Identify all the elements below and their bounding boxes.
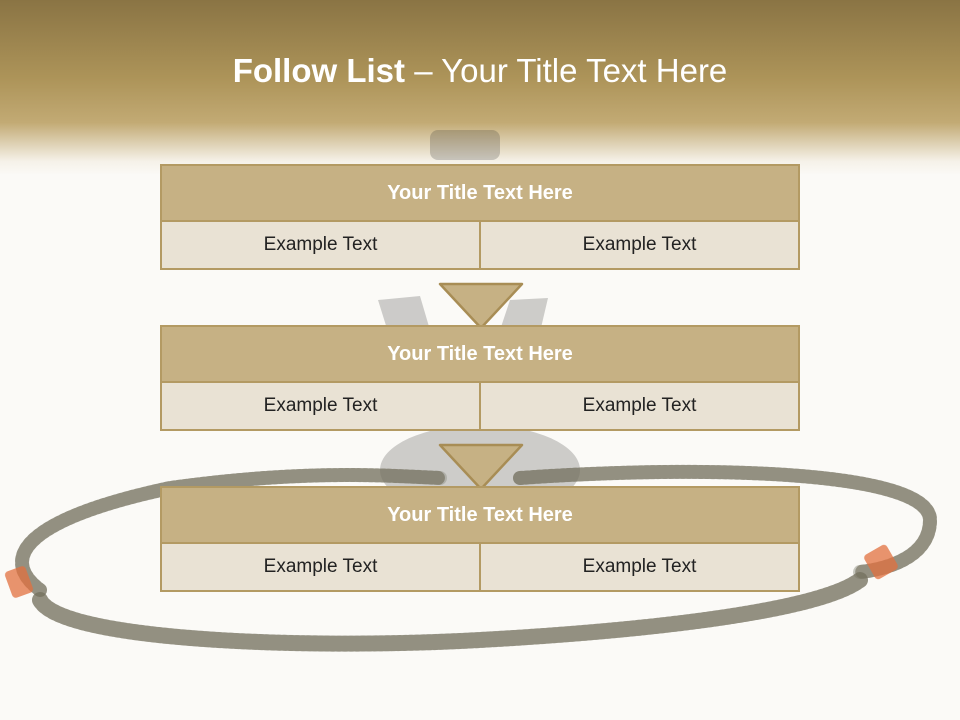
slide-title: Follow List – Your Title Text Here xyxy=(0,52,960,90)
list-block-1[interactable]: Your Title Text Here Example Text Exampl… xyxy=(160,164,800,270)
list-block-3[interactable]: Your Title Text Here Example Text Exampl… xyxy=(160,486,800,592)
block-cell-left: Example Text xyxy=(162,222,479,268)
list-block-2[interactable]: Your Title Text Here Example Text Exampl… xyxy=(160,325,800,431)
block-title: Your Title Text Here xyxy=(162,488,798,544)
block-cell-right: Example Text xyxy=(479,383,798,429)
slide-title-strong: Follow List xyxy=(232,52,406,89)
block-title: Your Title Text Here xyxy=(162,327,798,383)
down-arrow-icon xyxy=(438,443,524,491)
block-row: Example Text Example Text xyxy=(162,383,798,429)
block-cell-left: Example Text xyxy=(162,383,479,429)
block-row: Example Text Example Text xyxy=(162,222,798,268)
block-row: Example Text Example Text xyxy=(162,544,798,590)
block-cell-right: Example Text xyxy=(479,222,798,268)
down-arrow-icon xyxy=(438,282,524,330)
header-band xyxy=(0,0,960,175)
block-title: Your Title Text Here xyxy=(162,166,798,222)
block-cell-left: Example Text xyxy=(162,544,479,590)
slide-title-rest: – Your Title Text Here xyxy=(405,52,728,89)
block-cell-right: Example Text xyxy=(479,544,798,590)
